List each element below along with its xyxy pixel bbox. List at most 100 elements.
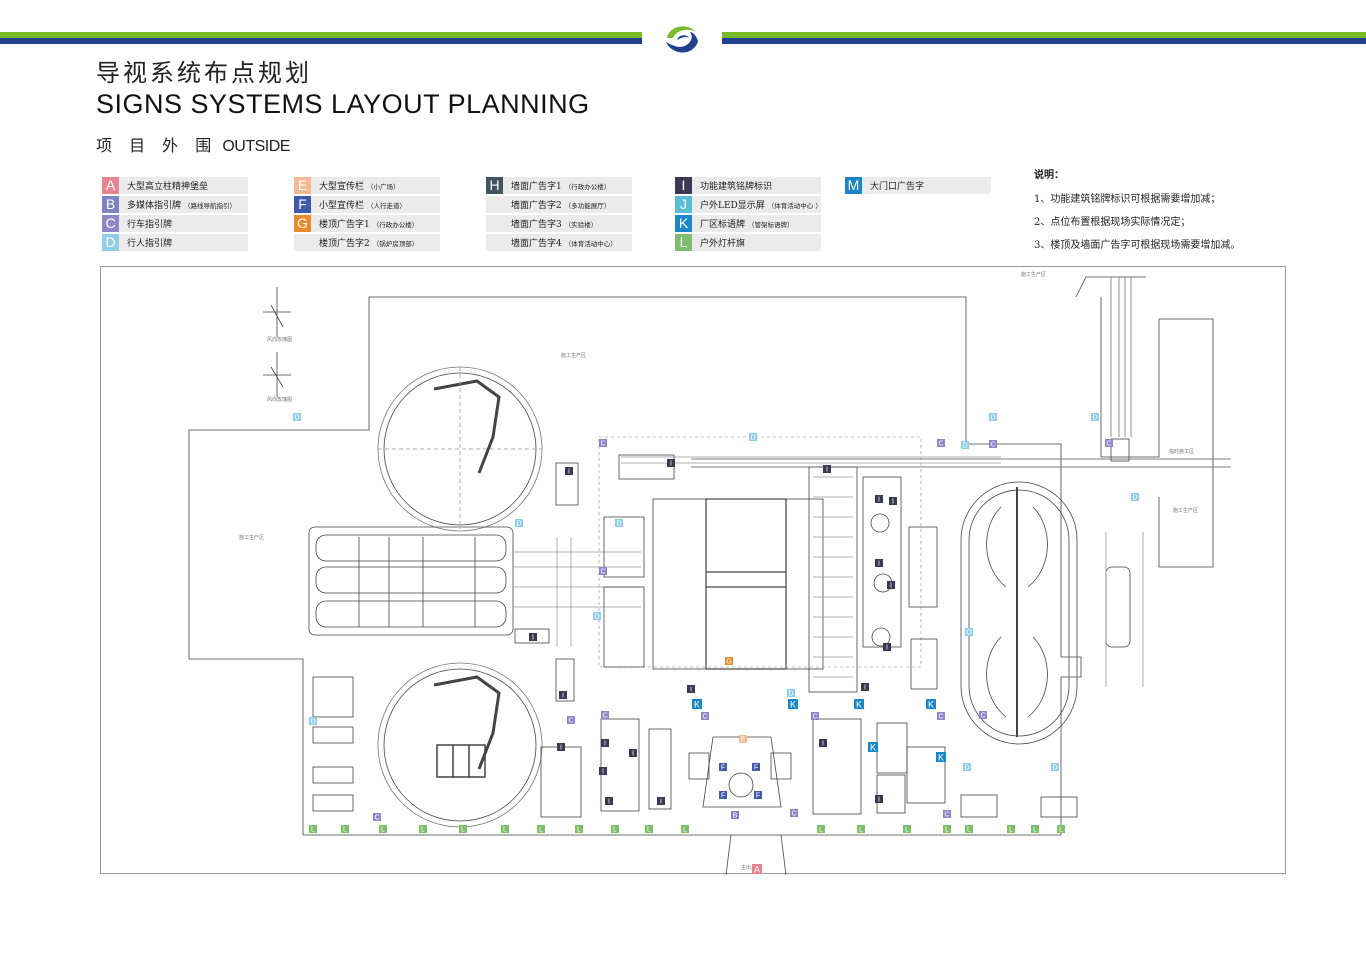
sign-marker-l: L [419,825,427,834]
sign-marker-code: I [878,497,880,504]
legend-note: （锅炉房顶部） [372,240,419,248]
legend-label: 小型宣传栏（人行走道） [319,201,407,211]
sign-marker-box [875,795,883,803]
sign-marker-code: D [1092,415,1097,422]
sign-marker-code: D [962,443,967,450]
sign-marker-i: I [861,683,869,692]
sign-marker-box [681,825,689,833]
legend-note: （行政办公楼） [372,221,419,229]
sign-marker-k: K [788,699,798,710]
site-plan: 施工生产区 施工生产区 施工生产区 施工生产区 临时施工区 风向玫瑰图 风向玫瑰… [100,266,1286,875]
sign-marker-d: D [787,689,795,698]
sign-marker-code: L [1009,827,1013,834]
sign-marker-code: L [1033,827,1037,834]
sign-marker-g: G [725,657,733,666]
sign-marker-box [719,791,727,799]
sign-marker-box [309,825,317,833]
legend-item: 楼顶广告字2（锅炉房顶部） [294,233,440,252]
sign-marker-c: C [567,716,575,725]
legend-note: （体育活动中心） [564,240,617,248]
sign-marker-i: I [667,459,675,468]
sign-marker-code: D [964,765,969,772]
sign-marker-code: L [613,827,617,834]
svg-text:施工生产区: 施工生产区 [561,352,586,359]
legend-label: 功能建筑铭牌标识 [700,182,773,192]
sign-marker-d: D [593,612,601,621]
header-bar-green-left [0,32,642,38]
legend-item-background [294,196,440,213]
sign-marker-c: C [1105,439,1113,448]
legend-item-background [102,196,248,213]
sign-marker-code: C [374,815,379,822]
sign-marker-code: D [966,630,971,637]
sign-marker-code: C [600,441,605,448]
sign-marker-c: C [701,712,709,721]
site-plan-drawing: 施工生产区 施工生产区 施工生产区 施工生产区 临时施工区 风向玫瑰图 风向玫瑰… [188,271,1231,875]
sign-marker-code: L [461,827,465,834]
sign-marker-box [811,712,819,720]
sign-marker-code: L [683,827,687,834]
sign-marker-code: L [859,827,863,834]
sign-marker-box [731,811,739,819]
sign-marker-box [725,657,733,665]
sign-marker-code: C [600,569,605,576]
sign-marker-code: I [886,645,888,652]
sign-marker-c: C [790,809,798,818]
legend-item: I 功能建筑铭牌标识 [675,176,822,195]
legend-label: 大型宣传栏（小广场） [319,182,400,192]
sign-marker-box [883,643,891,651]
legend-item-background [675,215,821,232]
sign-marker-code: D [990,415,995,422]
legend-item-background [675,177,821,194]
sign-marker-code: K [694,700,700,710]
legend-label: 户外灯杆旗 [700,239,746,249]
sign-marker-box [687,685,695,693]
svg-text:风向玫瑰图: 风向玫瑰图 [267,396,292,403]
sign-marker-code: L [503,827,507,834]
sign-marker-c: C [599,567,607,576]
sign-marker-d: D [515,519,523,528]
sign-marker-code: D [1052,765,1057,772]
sign-marker-box [937,439,945,447]
legend-badge: I [675,177,692,194]
sign-marker-box [629,749,637,757]
sign-marker-code: L [819,827,823,834]
sign-marker-box [565,467,573,475]
sign-marker-box [501,825,509,833]
sign-marker-code: I [890,583,892,590]
sign-marker-i: I [657,797,665,806]
notes-item-2: 2、点位布置根据现场实际情况定； [1034,217,1191,228]
sign-marker-box [601,711,609,719]
sign-marker-box [857,825,865,833]
legend-item-background [102,215,248,232]
legend-label: 墙面广告字4（体育活动中心） [511,239,617,249]
sign-marker-code: L [1059,827,1063,834]
legend-item-background [294,215,440,232]
sign-marker-f: F [754,791,762,800]
sign-marker-code: L [905,827,909,834]
legend-label: 墙面广告字2（多功能展厅） [511,201,611,211]
sign-marker-i: I [599,767,607,776]
sign-marker-box [979,711,987,719]
sign-marker-box [868,742,878,752]
legend-badge: K [675,215,692,232]
sign-marker-box [861,683,869,691]
sign-marker-i: I [823,465,831,474]
sign-marker-box [559,691,567,699]
sign-marker-box [937,712,945,720]
sign-marker-box [567,716,575,724]
sign-marker-code: C [702,714,707,721]
sign-marker-box [611,825,619,833]
sign-marker-code: L [647,827,651,834]
legend-label: 户外LED显示屏（体育活动中心 ） [700,201,822,211]
sign-marker-box [667,459,675,467]
subtitle-en: OUTSIDE [222,138,290,155]
legend-label: 墙面广告字3（实验楼） [511,220,598,230]
sign-marker-box [341,825,349,833]
